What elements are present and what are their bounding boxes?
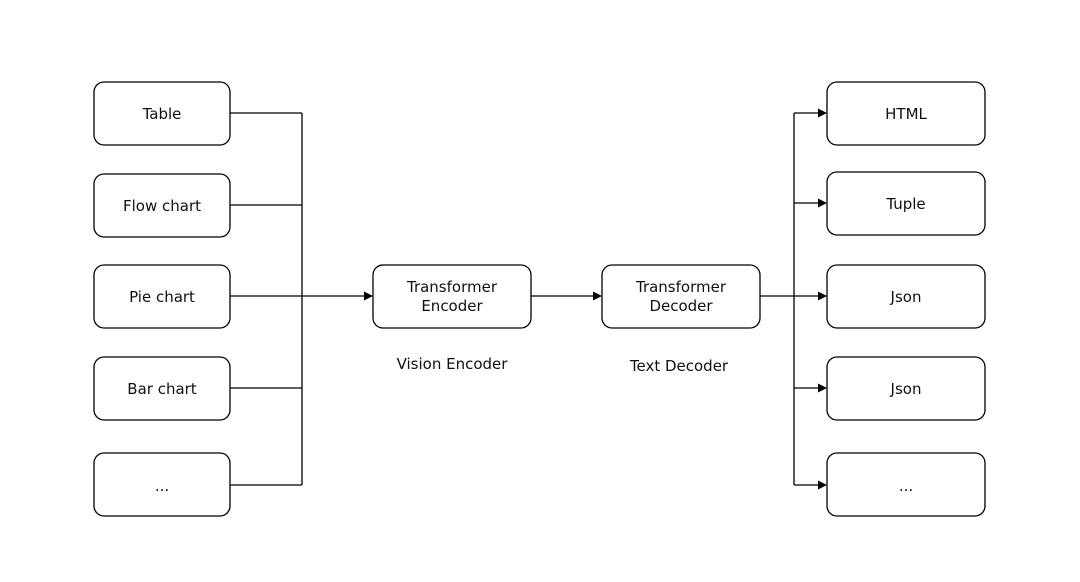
encoder-node: Transformer Encoder (372, 264, 532, 329)
decoder-label-line2: Decoder (649, 297, 713, 315)
encoder-caption: Vision Encoder (397, 355, 509, 373)
output-node-tuple: Tuple (826, 171, 986, 236)
input-node-table: Table (93, 81, 231, 146)
output-label-json-1: Json (890, 288, 922, 306)
decoder-caption: Text Decoder (629, 357, 729, 375)
input-label-flow-chart: Flow chart (123, 197, 201, 215)
input-label-pie-chart: Pie chart (129, 288, 195, 306)
input-label-bar-chart: Bar chart (127, 380, 197, 398)
input-node-more: ... (93, 452, 231, 517)
encoder-label-line1: Transformer (406, 278, 498, 296)
input-node-pie-chart: Pie chart (93, 264, 231, 329)
output-node-html: HTML (826, 81, 986, 146)
output-node-json-2: Json (826, 356, 986, 421)
decoder-label-line1: Transformer (635, 278, 727, 296)
decoder-node: Transformer Decoder (601, 264, 761, 329)
output-label-html: HTML (885, 105, 927, 123)
output-node-more: ... (826, 452, 986, 517)
input-node-bar-chart: Bar chart (93, 356, 231, 421)
output-label-json-2: Json (890, 380, 922, 398)
input-label-table: Table (142, 105, 182, 123)
output-label-more: ... (899, 477, 913, 495)
output-label-tuple: Tuple (885, 195, 925, 213)
output-node-json-1: Json (826, 264, 986, 329)
input-node-flow-chart: Flow chart (93, 173, 231, 238)
input-label-more: ... (155, 477, 169, 495)
encoder-label-line2: Encoder (421, 297, 483, 315)
